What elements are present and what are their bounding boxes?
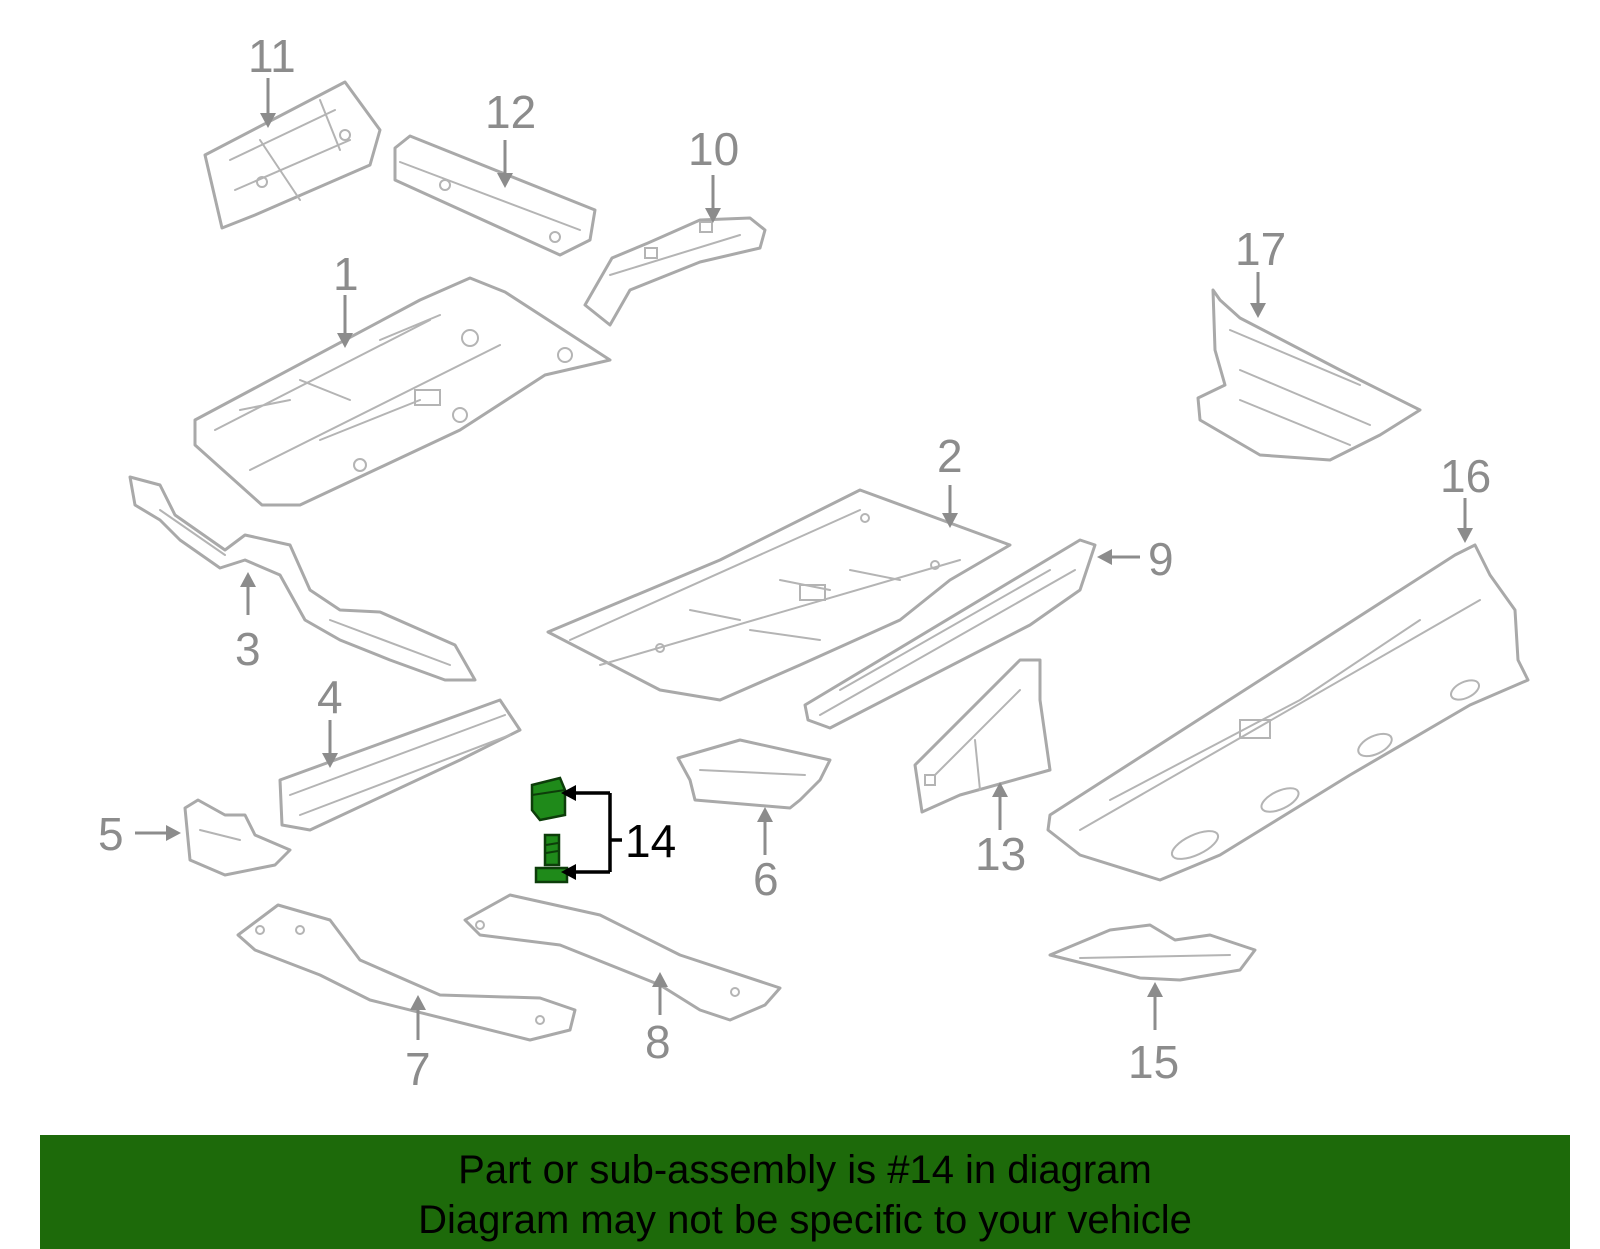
part-17-outline — [1196, 288, 1422, 462]
part-info-banner: Part or sub-assembly is #14 in diagram D… — [40, 1135, 1570, 1249]
part-7-outline — [236, 903, 577, 1042]
callout-12: 12 — [485, 86, 536, 138]
part-10-outline — [583, 216, 767, 327]
part-11-outline — [203, 80, 382, 230]
callout-7: 7 — [405, 1043, 431, 1095]
callout-5: 5 — [98, 808, 124, 860]
part-3-outline — [128, 475, 477, 682]
callout-14: 14 — [625, 815, 676, 867]
part-5-outline — [183, 798, 292, 877]
callout-6: 6 — [753, 853, 779, 905]
part-14-bolt — [534, 833, 569, 884]
callout-11: 11 — [248, 30, 296, 82]
part-1-outline — [193, 276, 612, 507]
banner-disclaimer-line: Diagram may not be specific to your vehi… — [418, 1198, 1192, 1242]
part-13-outline — [913, 658, 1052, 814]
part-2-outline — [546, 488, 1012, 702]
callout-10: 10 — [688, 123, 739, 175]
part-9-outline — [803, 538, 1097, 730]
part-4-outline — [278, 698, 522, 832]
part-12-outline — [393, 134, 597, 257]
callout-9: 9 — [1148, 533, 1174, 585]
part-8-outline — [463, 893, 782, 1022]
part-14-highlighted — [530, 776, 569, 884]
leader-lines — [135, 78, 1473, 1040]
part-14-nut — [530, 776, 567, 822]
callout-1: 1 — [333, 248, 359, 300]
callout-labels: 11 12 10 1 3 2 9 17 16 4 5 6 13 7 8 15 1… — [98, 30, 1491, 1095]
part-16-outline — [1046, 543, 1530, 882]
callout-15: 15 — [1128, 1036, 1179, 1088]
callout-16: 16 — [1440, 450, 1491, 502]
part-15-outline — [1048, 923, 1257, 982]
callout-13: 13 — [975, 828, 1026, 880]
callout-2: 2 — [937, 430, 963, 482]
part-6-outline — [676, 738, 832, 810]
callout-17: 17 — [1235, 223, 1286, 275]
part-14-leader — [561, 785, 622, 880]
parts-diagram: 11 12 10 1 3 2 9 17 16 4 5 6 13 7 8 15 1… — [98, 30, 1530, 1095]
callout-8: 8 — [645, 1016, 671, 1068]
banner-part-line: Part or sub-assembly is #14 in diagram — [458, 1148, 1152, 1192]
callout-3: 3 — [235, 623, 261, 675]
callout-4: 4 — [317, 671, 343, 723]
